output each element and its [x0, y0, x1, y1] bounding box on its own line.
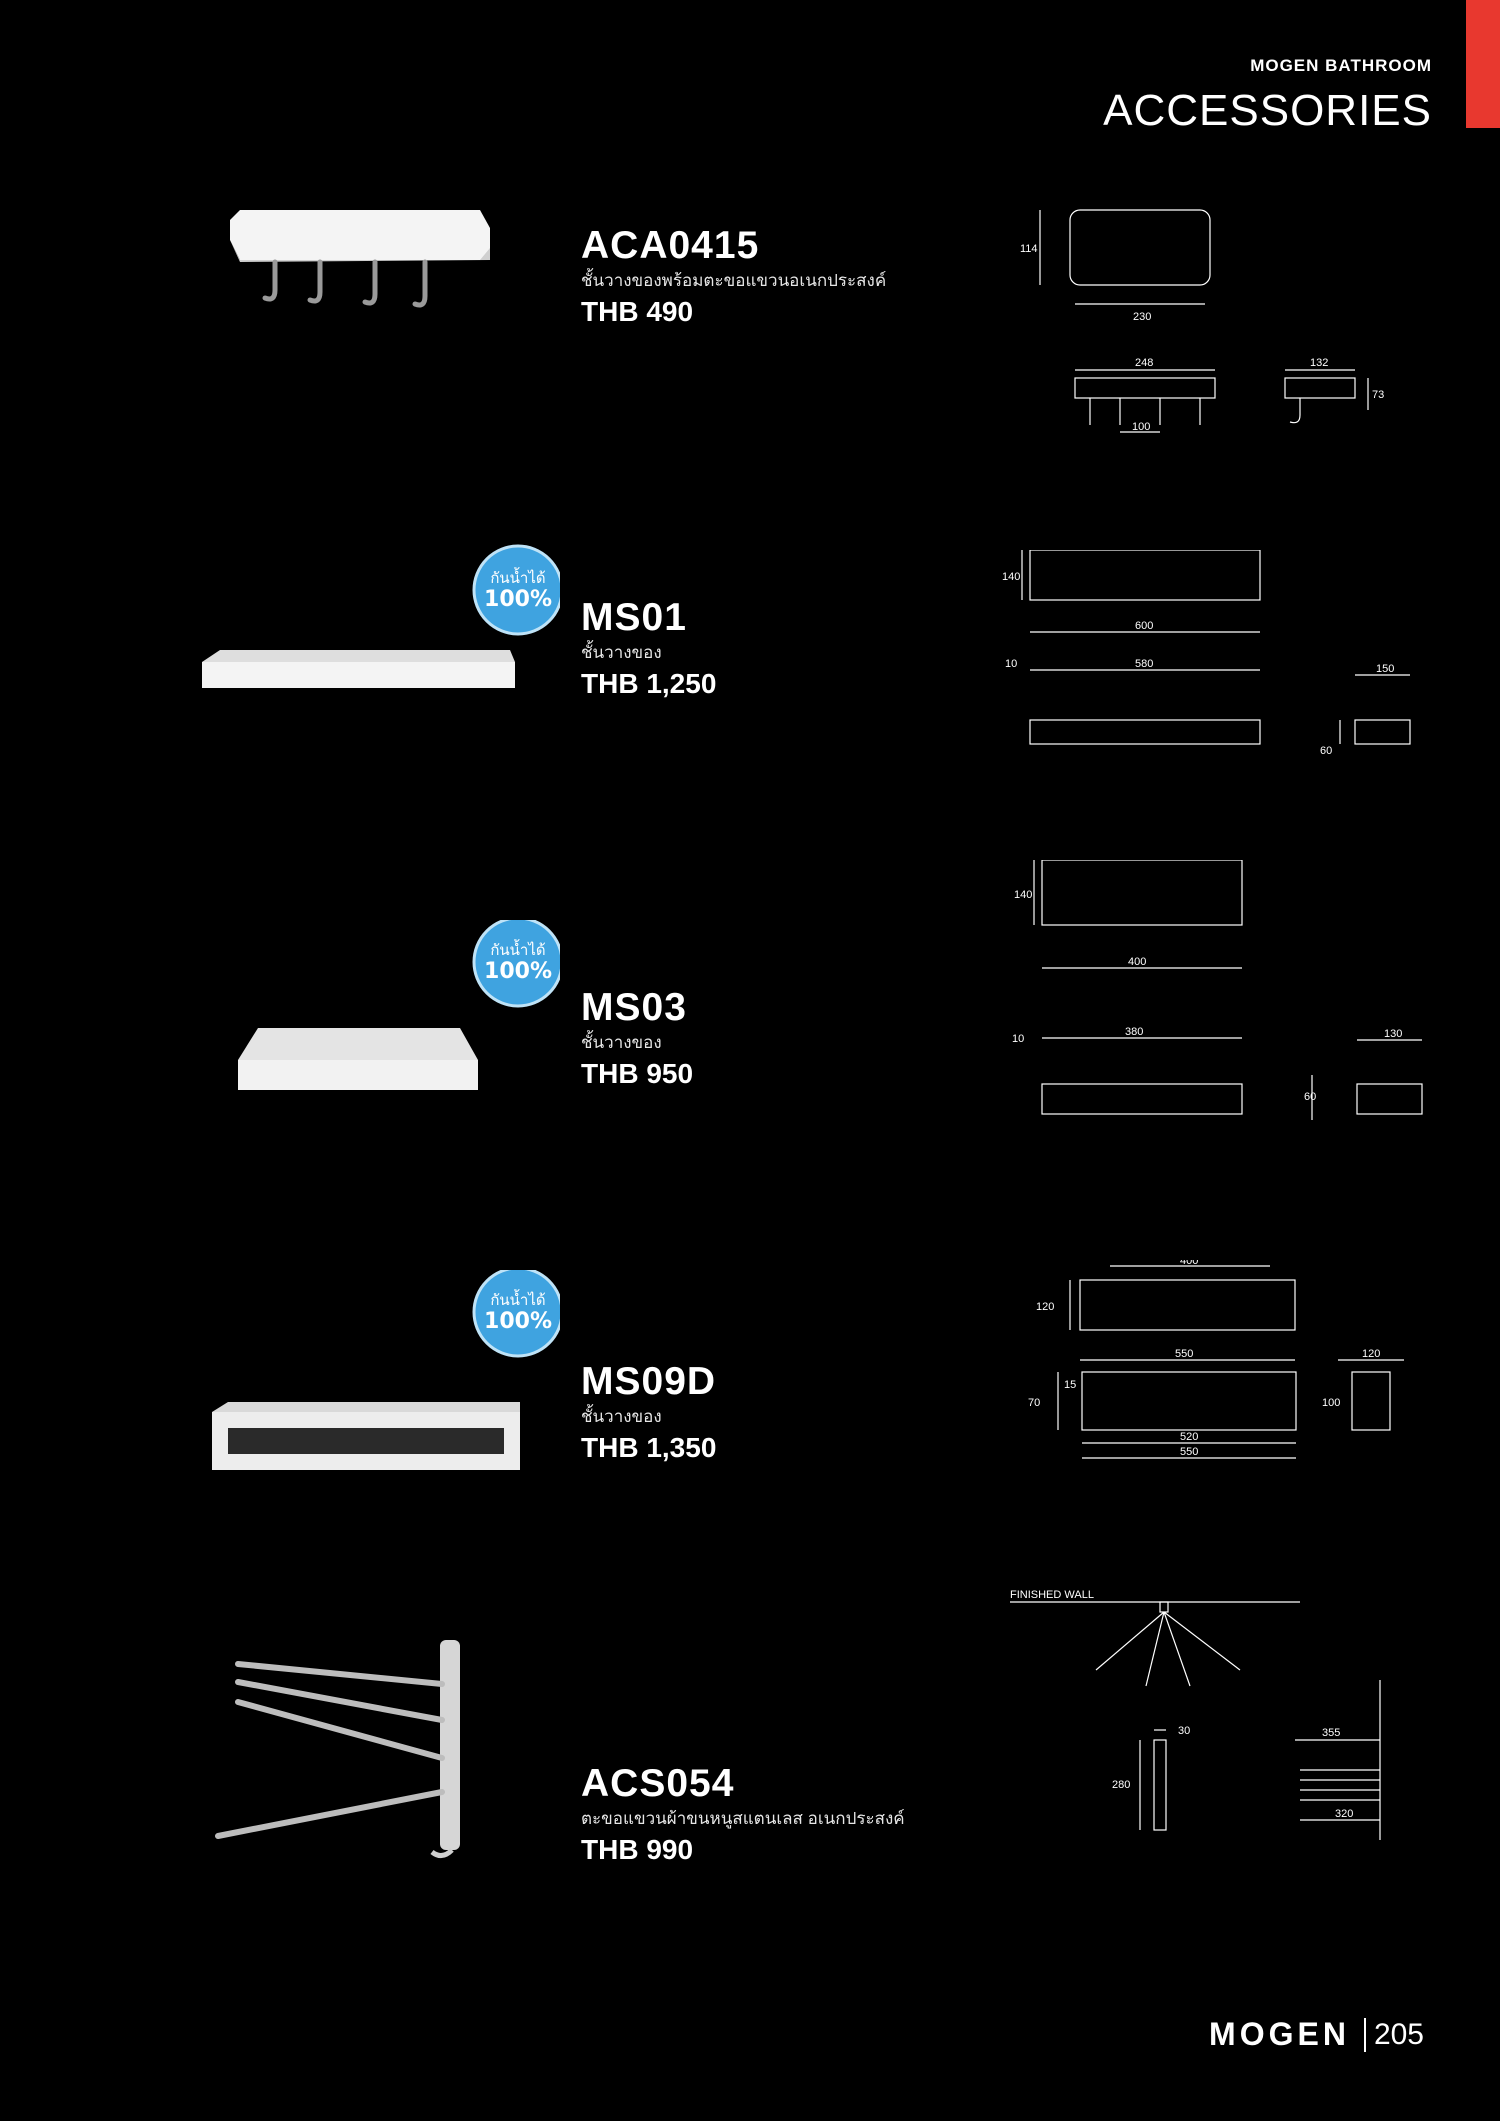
product-description: ตะขอแขวนผ้าขนหนูสแตนเลส อเนกประสงค์ — [581, 1809, 905, 1828]
footer-brand-logo: MOGEN — [1209, 2016, 1350, 2052]
dim-depth: 130 — [1384, 1028, 1402, 1040]
technical-drawing: 140 600 580 10 150 60 — [1000, 549, 1440, 760]
product-description: ชั้นวางของพร้อมตะขอแขวนอเนกประสงค์ — [581, 271, 887, 290]
waterproof-badge-icon: กันน้ำได้ 100% — [472, 1266, 564, 1358]
dim-depth: 150 — [1376, 663, 1394, 675]
dim-spacing: 100 — [1132, 421, 1150, 433]
header-title: ACCESSORIES — [1103, 86, 1432, 135]
badge-line1: กันน้ำได้ — [490, 1289, 545, 1309]
product-description: ชั้นวางของ — [581, 1033, 662, 1052]
product-photo — [180, 180, 560, 360]
dim-thick: 60 — [1320, 745, 1332, 757]
dim-width: 400 — [1128, 956, 1146, 968]
product-aca0415: ACA0415 ชั้นวางของพร้อมตะขอแขวนอเนกประสง… — [0, 180, 1500, 480]
product-description: ชั้นวางของ — [581, 1407, 662, 1426]
product-ms01: กันน้ำได้ 100% MS01 ชั้นวางของ THB 1,250… — [0, 540, 1500, 840]
product-ms03: กันน้ำได้ 100% MS03 ชั้นวางของ THB 950 1… — [0, 859, 1500, 1220]
badge-line2: 100% — [484, 587, 552, 612]
badge-line2: 100% — [484, 1309, 552, 1334]
dim-outer: 550 — [1180, 1446, 1198, 1458]
dim-height: 140 — [1014, 889, 1032, 901]
product-photo: กันน้ำได้ 100% — [180, 1266, 564, 1470]
dim-width: 600 — [1135, 620, 1153, 632]
dim-side: 100 — [1322, 1397, 1340, 1409]
page-footer: MOGEN 205 — [1209, 2016, 1424, 2053]
dim-side: 10 — [1012, 1033, 1024, 1045]
product-price: THB 1,350 — [581, 1432, 717, 1463]
dim-length: 248 — [1135, 357, 1153, 369]
product-acs054: ACS054 ตะขอแขวนผ้าขนหนูสแตนเลส อเนกประสง… — [0, 1589, 1500, 1940]
product-info: ACA0415 ชั้นวางของพร้อมตะขอแขวนอเนกประสง… — [581, 224, 1001, 330]
dim-inner: 320 — [1335, 1808, 1353, 1820]
badge-line1: กันน้ำได้ — [490, 567, 545, 587]
badge-line1: กันน้ำได้ — [490, 939, 545, 959]
product-photo: กันน้ำได้ 100% — [180, 916, 564, 1100]
header-brand: MOGEN BATHROOM — [1250, 56, 1432, 75]
dim-front: 70 — [1028, 1397, 1040, 1409]
product-price: THB 950 — [581, 1058, 694, 1089]
technical-drawing: 140 400 380 10 130 60 — [1000, 859, 1440, 1122]
dim-inner: 380 — [1125, 1026, 1143, 1038]
product-info: MS01 ชั้นวางของ THB 1,250 — [581, 596, 1001, 702]
dim-wall: FINISHED WALL — [1010, 1590, 1094, 1601]
product-ms09d: กันน้ำได้ 100% MS09D ชั้นวางของ THB 1,35… — [0, 1255, 1500, 1570]
dim-height: 114 — [1020, 243, 1038, 255]
dim-inner: 580 — [1135, 658, 1153, 670]
dim-thick: 60 — [1304, 1091, 1316, 1103]
technical-drawing: FINISHED WALL 30 280 355 320 — [1000, 1589, 1440, 1880]
badge-line2: 100% — [484, 959, 552, 984]
dim-depth: 132 — [1310, 357, 1328, 369]
page-number: 205 — [1373, 2017, 1424, 2051]
product-code: MS01 — [581, 596, 687, 639]
technical-drawing: 400 120 550 70 15 520 550 120 100 — [1000, 1255, 1440, 1480]
dim-inner: 520 — [1180, 1431, 1198, 1443]
product-code: MS09D — [581, 1360, 717, 1403]
section-tab — [1466, 0, 1500, 128]
dim-height: 280 — [1112, 1779, 1130, 1791]
dim-width: 230 — [1133, 311, 1151, 323]
product-info: MS03 ชั้นวางของ THB 950 — [581, 986, 1001, 1092]
product-code: ACS054 — [581, 1762, 735, 1805]
product-photo — [180, 1640, 560, 1860]
product-info: ACS054 ตะขอแขวนผ้าขนหนูสแตนเลส อเนกประสง… — [581, 1762, 1001, 1868]
waterproof-badge-icon: กันน้ำได้ 100% — [472, 916, 564, 1008]
dim-length: 355 — [1322, 1727, 1340, 1739]
dim-drop: 73 — [1372, 389, 1384, 401]
technical-drawing: 114 230 248 100 132 73 — [1000, 200, 1440, 480]
dim-width: 550 — [1175, 1348, 1193, 1360]
dim-height: 120 — [1036, 1301, 1054, 1313]
product-code: ACA0415 — [581, 224, 760, 267]
dim-side: 10 — [1005, 658, 1017, 670]
footer-separator — [1363, 2017, 1366, 2052]
dim-depth: 120 — [1362, 1348, 1380, 1360]
dim-top: 400 — [1180, 1260, 1198, 1267]
product-photo: กันน้ำได้ 100% — [180, 540, 564, 710]
product-price: THB 490 — [581, 296, 694, 327]
dim-thick: 30 — [1178, 1725, 1190, 1737]
product-price: THB 990 — [581, 1834, 694, 1865]
product-description: ชั้นวางของ — [581, 643, 662, 662]
product-info: MS09D ชั้นวางของ THB 1,350 — [581, 1360, 1001, 1466]
dim-height: 140 — [1002, 571, 1020, 583]
waterproof-badge-icon: กันน้ำได้ 100% — [472, 544, 564, 636]
product-code: MS03 — [581, 986, 687, 1029]
product-price: THB 1,250 — [581, 668, 717, 699]
dim-thin: 15 — [1064, 1379, 1076, 1391]
